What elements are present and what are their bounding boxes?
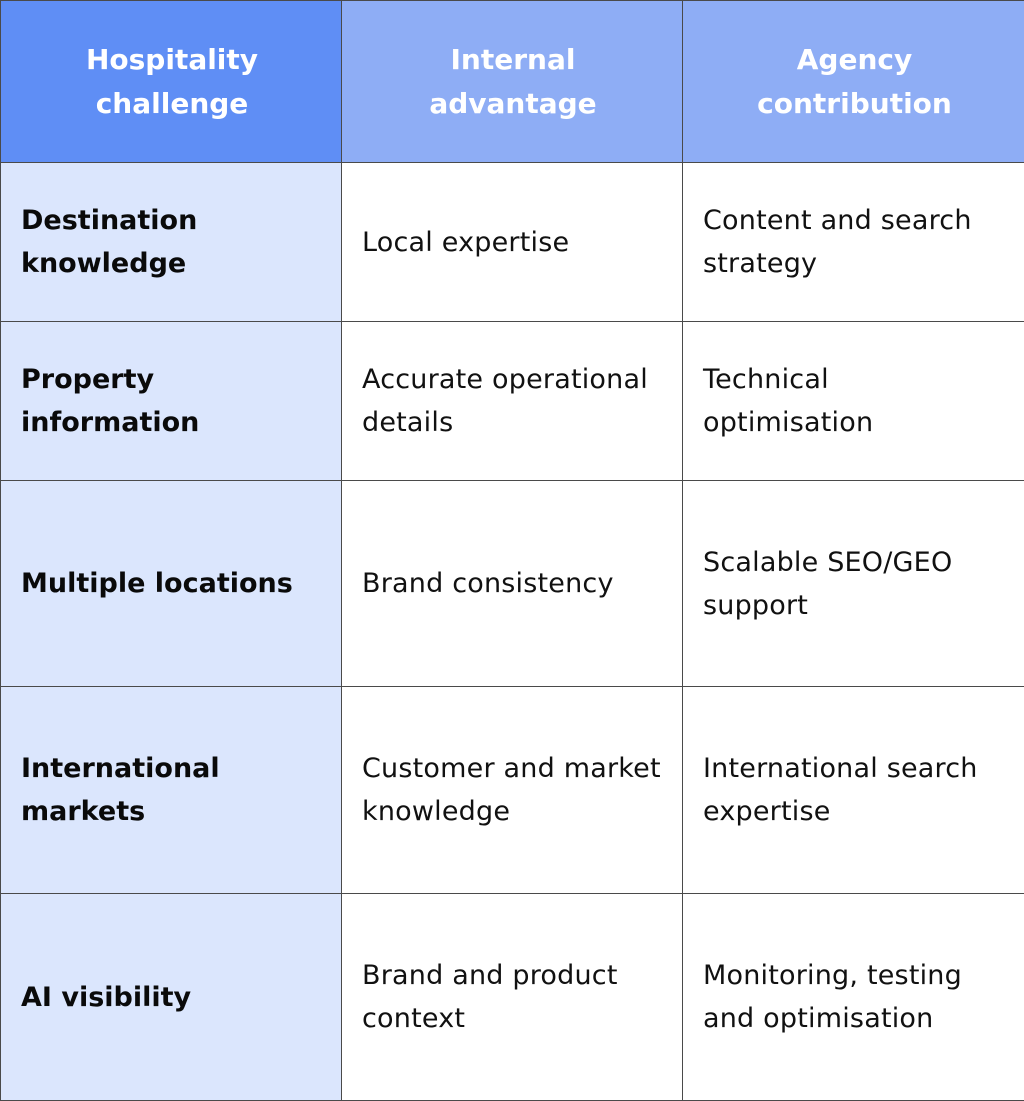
row-header: International markets <box>1 687 342 894</box>
table-row: Multiple locations Brand consistency Sca… <box>1 481 1024 687</box>
row-header: Property information <box>1 322 342 481</box>
row-header: Destination knowledge <box>1 163 342 322</box>
table-body: Destination knowledge Local expertise Co… <box>1 163 1024 1101</box>
header-row: Hospitality challenge Internal advantage… <box>1 1 1024 163</box>
table-cell: Scalable SEO/GEO support <box>683 481 1024 687</box>
table-cell: Accurate operational details <box>342 322 683 481</box>
table-row: Property information Accurate operationa… <box>1 322 1024 481</box>
table-cell: Local expertise <box>342 163 683 322</box>
column-header-hospitality-challenge: Hospitality challenge <box>1 1 342 163</box>
table-cell: Brand and product context <box>342 894 683 1101</box>
table-cell: Technical optimisation <box>683 322 1024 481</box>
table-cell: Customer and market knowledge <box>342 687 683 894</box>
row-header: AI visibility <box>1 894 342 1101</box>
column-header-internal-advantage: Internal advantage <box>342 1 683 163</box>
row-header: Multiple locations <box>1 481 342 687</box>
table-cell: International search expertise <box>683 687 1024 894</box>
table-cell: Monitoring, testing and optimisation <box>683 894 1024 1101</box>
table-cell: Content and search strategy <box>683 163 1024 322</box>
column-header-agency-contribution: Agency contribution <box>683 1 1024 163</box>
table-cell: Brand consistency <box>342 481 683 687</box>
table-header: Hospitality challenge Internal advantage… <box>1 1 1024 163</box>
table-row: AI visibility Brand and product context … <box>1 894 1024 1101</box>
table-row: Destination knowledge Local expertise Co… <box>1 163 1024 322</box>
table-row: International markets Customer and marke… <box>1 687 1024 894</box>
